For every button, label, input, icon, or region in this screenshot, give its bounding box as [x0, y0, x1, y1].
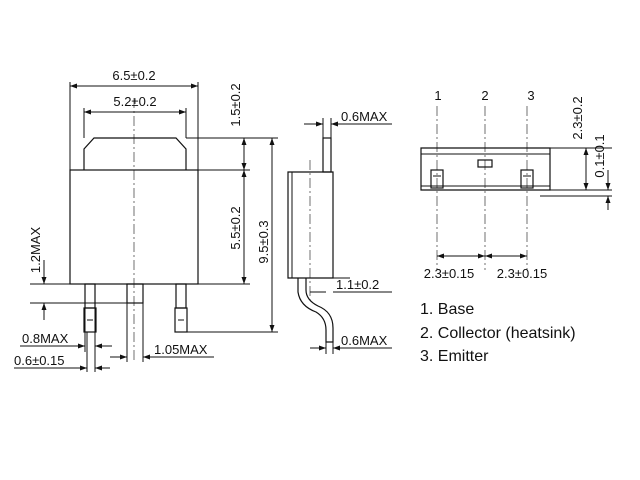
dim-end-height: [583, 148, 589, 190]
dim-end-standoff: [605, 170, 611, 210]
dim-tab-height: [241, 138, 247, 170]
dim-pitch-right-label: 2.3±0.15: [497, 266, 548, 281]
dim-width-tab: [83, 108, 187, 138]
pin-number-3: 3: [527, 88, 534, 103]
front-lead-right: [174, 283, 188, 333]
pin-number-2: 2: [481, 88, 488, 103]
dim-tab-thickness-label: 0.6MAX: [341, 109, 388, 124]
dim-tab-height-label: 1.5±0.2: [228, 83, 243, 126]
legend-item-2: 2. Collector (heatsink): [420, 325, 576, 342]
dim-body-height-label: 5.5±0.2: [228, 206, 243, 249]
dim-total-height-label: 9.5±0.3: [256, 220, 271, 263]
pin-number-1: 1: [434, 88, 441, 103]
legend-item-1: 1. Base: [420, 301, 474, 318]
dim-lead-thickness: [310, 342, 392, 354]
dim-standoff-label: 1.2MAX: [28, 227, 43, 274]
side-body-outline: [287, 171, 334, 279]
dim-lead-width-label: 0.8MAX: [22, 331, 69, 346]
side-tab-outline: [322, 137, 332, 173]
dim-end-height-label: 2.3±0.2: [570, 96, 585, 139]
end-view: 1 2 3 2.3±0.15 2.3±0.1: [420, 88, 612, 281]
dim-total-height: [269, 138, 275, 332]
dim-pitch: [437, 253, 527, 259]
dim-standoff: [30, 260, 127, 320]
pin-legend: 1. Base 2. Collector (heatsink) 3. Emitt…: [420, 301, 576, 365]
dim-lead-foot: [14, 332, 110, 372]
dim-tab-thickness: [304, 118, 392, 138]
dim-body-height: [241, 170, 247, 284]
dim-end-standoff-label: 0.1±0.1: [592, 134, 607, 177]
legend-item-3: 3. Emitter: [420, 348, 489, 365]
dim-width-tab-label: 5.2±0.2: [113, 94, 156, 109]
front-lead-center: [126, 283, 144, 304]
dim-pitch-left-label: 2.3±0.15: [424, 266, 475, 281]
dim-lead-thickness-label: 0.6MAX: [341, 333, 388, 348]
side-lead-outline: [297, 278, 334, 343]
front-tab-outline: [83, 137, 187, 170]
front-view: 6.5±0.2 5.2±0.2 1.5±0.2 5.5±0.2: [14, 68, 278, 372]
dim-width-total: [69, 82, 199, 170]
front-lead-left: [83, 283, 97, 333]
side-view: 0.6MAX 1.1±0.2 0.6MAX: [287, 109, 392, 354]
dim-center-lead: [110, 303, 214, 362]
dim-lead-foot-label: 0.6±0.15: [14, 353, 65, 368]
dim-width-total-label: 6.5±0.2: [112, 68, 155, 83]
dim-lead-offset: [310, 277, 392, 293]
dim-center-lead-label: 1.05MAX: [154, 342, 208, 357]
dim-lead-width: [20, 308, 112, 372]
dim-lead-offset-label: 1.1±0.2: [336, 277, 379, 292]
